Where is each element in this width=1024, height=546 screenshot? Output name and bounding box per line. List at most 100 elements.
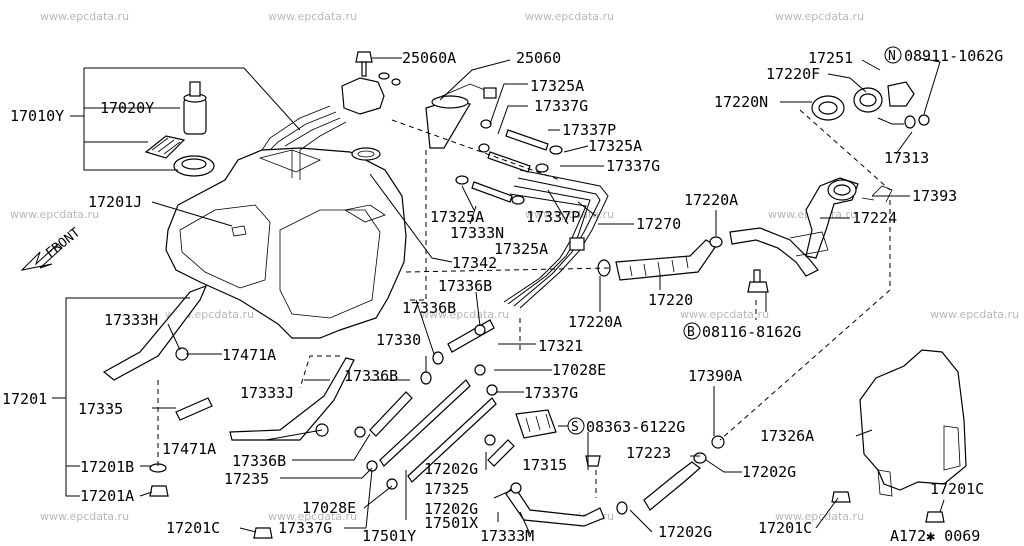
- level-sender: [425, 83, 497, 149]
- lower-hoses: [175, 319, 701, 527]
- part-label: 17335: [78, 400, 123, 418]
- part-label: 17336B: [344, 367, 398, 385]
- part-label: 17333H: [104, 311, 158, 329]
- watermark: www.epcdata.ru: [40, 10, 129, 23]
- part-label: 17326A: [760, 427, 814, 445]
- part-label: 17010Y: [10, 107, 64, 125]
- part-label: 17336B: [402, 299, 456, 317]
- part-label: 08116-8162G: [702, 323, 801, 341]
- part-label: 17028E: [552, 361, 606, 379]
- leader-lines: [52, 57, 945, 535]
- part-label: 17337G: [534, 97, 588, 115]
- part-label: 17333M: [480, 527, 534, 545]
- part-label: 17337G: [524, 384, 578, 402]
- fuel-pump: [183, 81, 207, 135]
- s-symbol-marker: S: [567, 417, 585, 435]
- filler-neck-pipe: [729, 177, 859, 277]
- part-label: 17325A: [588, 137, 642, 155]
- part-label: 17342: [452, 254, 497, 272]
- part-label: 17220A: [568, 313, 622, 331]
- diagram-code: A172✱ 0069: [890, 527, 980, 545]
- fuel-tank-protector: [859, 349, 967, 497]
- part-label: 17330: [376, 331, 421, 349]
- watermark: www.epcdata.ru: [268, 510, 357, 523]
- watermark: www.epcdata.ru: [680, 308, 769, 321]
- part-label: 25060A: [402, 49, 456, 67]
- part-label: 17333N: [450, 224, 504, 242]
- part-label: 17336B: [438, 277, 492, 295]
- filler-cap: [811, 81, 930, 129]
- part-label: 17202G: [424, 460, 478, 478]
- gasket-ring: [173, 155, 215, 177]
- part-label: 17337P: [526, 208, 580, 226]
- part-label: 17333J: [240, 384, 294, 402]
- front-arrow: FRONT: [20, 225, 83, 271]
- screw: [355, 51, 373, 77]
- part-label: 17471A: [162, 440, 216, 458]
- part-label: 25060: [516, 49, 561, 67]
- part-label: 17501X: [424, 514, 478, 532]
- fuel-strainer: [144, 135, 186, 159]
- b-symbol-letter: B: [687, 325, 695, 340]
- part-label: 17220F: [766, 65, 820, 83]
- watermark: www.epcdata.ru: [40, 510, 129, 523]
- part-label: 17337G: [606, 157, 660, 175]
- b-symbol-marker: B: [683, 322, 701, 340]
- part-label: 08911-1062G: [904, 47, 1003, 65]
- part-label: 17201C: [758, 519, 812, 537]
- part-label: 17028E: [302, 499, 356, 517]
- part-label: 17325A: [530, 77, 584, 95]
- part-label: 17201C: [930, 480, 984, 498]
- part-label: 17393: [912, 187, 957, 205]
- part-label: 17390A: [688, 367, 742, 385]
- part-label: 17471A: [222, 346, 276, 364]
- bolt: [747, 269, 769, 293]
- part-label: 17201B: [80, 458, 134, 476]
- watermark: www.epcdata.ru: [268, 10, 357, 23]
- watermark: www.epcdata.ru: [775, 10, 864, 23]
- part-label: 17220N: [714, 93, 768, 111]
- part-label: 17325A: [494, 240, 548, 258]
- watermark: www.epcdata.ru: [775, 510, 864, 523]
- grommet: [378, 72, 401, 86]
- part-label: 17315: [522, 456, 567, 474]
- part-label: 17202G: [424, 500, 478, 518]
- n-symbol-letter: N: [888, 49, 896, 64]
- part-label: 17235: [224, 470, 269, 488]
- watermark: www.epcdata.ru: [930, 308, 1019, 321]
- fuel-tank: [165, 147, 407, 339]
- clamps: [149, 324, 945, 539]
- part-labels: 25060A 25060 17251 N 08911-1062G 17220F …: [2, 46, 1003, 545]
- part-label: 17325A: [430, 208, 484, 226]
- n-symbol-marker: N: [884, 46, 902, 64]
- watermark: www.epcdata.ru: [10, 208, 99, 221]
- s-symbol-letter: S: [571, 420, 579, 435]
- part-label: 17270: [636, 215, 681, 233]
- part-label: 17020Y: [100, 99, 154, 117]
- part-label: 17202G: [742, 463, 796, 481]
- front-label: FRONT: [43, 225, 83, 261]
- part-label: 17501Y: [362, 527, 416, 545]
- part-label: 08363-6122G: [586, 418, 685, 436]
- part-label: 17325: [424, 480, 469, 498]
- filler-hose: [597, 236, 723, 281]
- watermark: www.epcdata.ru: [525, 10, 614, 23]
- fuel-tube-assembly: [503, 169, 609, 309]
- reference-lines: [157, 109, 891, 498]
- vent-hoses: [455, 119, 563, 205]
- watermark: www.epcdata.ru: [525, 208, 614, 221]
- part-label: 17223: [626, 444, 671, 462]
- part-label: 17201A: [80, 487, 134, 505]
- part-label: 17220: [648, 291, 693, 309]
- part-label: 17251: [808, 49, 853, 67]
- part-label: 17220A: [684, 191, 738, 209]
- part-label: 17201C: [166, 519, 220, 537]
- part-label: 17202G: [658, 523, 712, 541]
- watermark: www.epcdata.ru: [420, 308, 509, 321]
- part-label: 17313: [884, 149, 929, 167]
- fuel-pump-module: [261, 77, 385, 180]
- part-label: 17336B: [232, 452, 286, 470]
- part-label: 17201J: [88, 193, 142, 211]
